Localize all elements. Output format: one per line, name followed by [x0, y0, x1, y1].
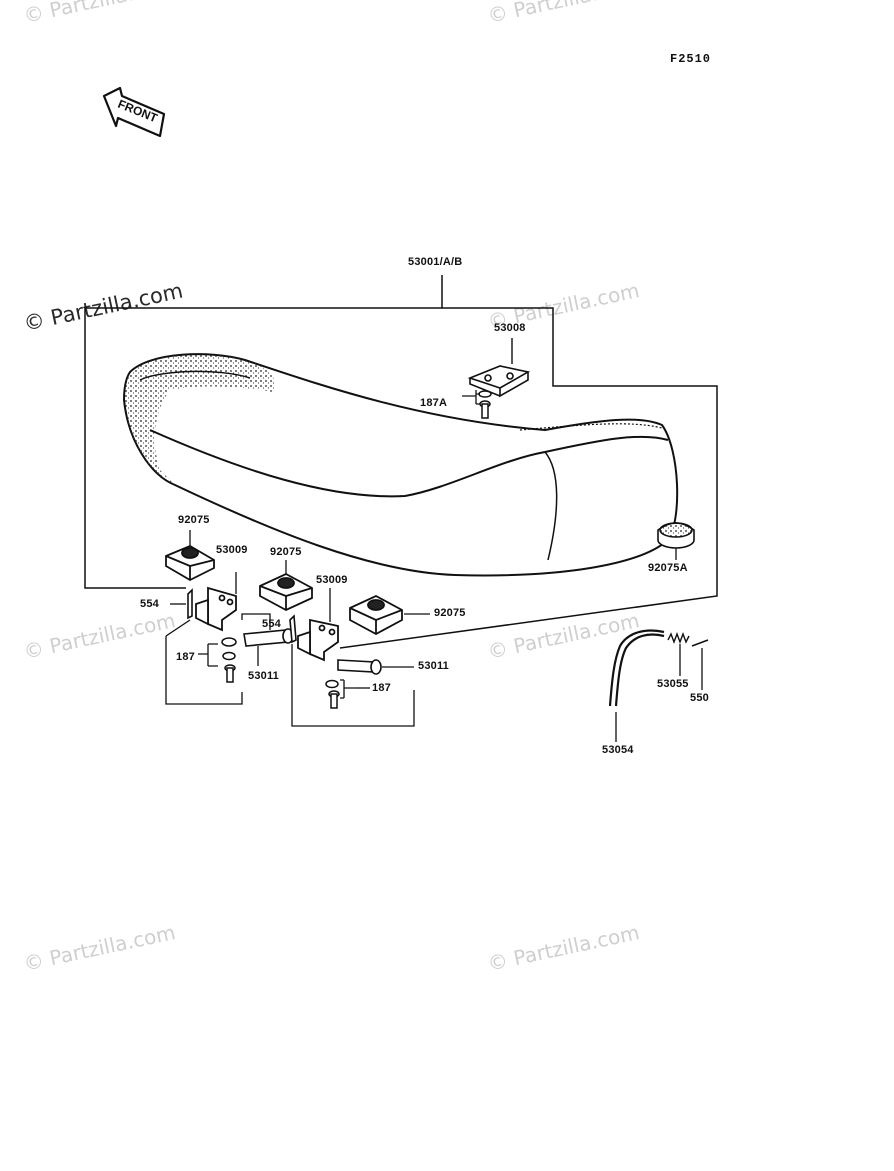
pin-right — [289, 614, 297, 644]
part-label-damper-mid: 92075 — [270, 546, 302, 558]
damper-mid — [259, 572, 313, 612]
bracket-left — [195, 586, 237, 632]
front-arrow-icon — [102, 86, 166, 138]
part-label-plate-top: 53008 — [494, 322, 526, 334]
seat — [122, 353, 679, 577]
bracket-right — [297, 618, 339, 662]
damper-left — [165, 544, 215, 582]
clip — [691, 639, 709, 647]
hook-rod — [608, 629, 665, 707]
part-label-seat: 53001/A/B — [408, 256, 463, 268]
pin-left — [187, 588, 193, 620]
screw — [325, 679, 340, 709]
assembly-outline — [339, 307, 718, 649]
part-label-hook-rod: 53054 — [602, 744, 634, 756]
part-label-damper-right: 92075 — [434, 607, 466, 619]
part-label-bolt-left: 53011 — [248, 670, 279, 682]
part-label-screw-top: 187A — [420, 397, 448, 409]
damper-cap — [657, 522, 695, 549]
part-label-damper-cap: 92075A — [648, 562, 688, 574]
part-label-screws-left: 187 — [176, 651, 195, 663]
part-label-screws-right: 187 — [372, 682, 391, 694]
part-label-damper-left: 92075 — [178, 514, 210, 526]
figure-code: F2510 — [670, 52, 712, 66]
damper-right — [349, 594, 403, 636]
screw — [478, 390, 492, 419]
part-label-spring: 53055 — [657, 678, 689, 690]
bolt-left — [243, 628, 294, 647]
part-label-pin-left: 554 — [140, 598, 159, 610]
assembly-outline — [84, 275, 443, 589]
part-label-bracket-right: 53009 — [316, 574, 348, 586]
part-label-pin-right: 554 — [262, 618, 281, 630]
spring — [667, 632, 690, 644]
bolt-right — [337, 659, 382, 675]
seat-plate — [467, 365, 531, 398]
part-label-bolt-right: 53011 — [418, 660, 449, 672]
part-label-bracket-left: 53009 — [216, 544, 248, 556]
part-label-clip: 550 — [690, 692, 709, 704]
screw — [221, 637, 237, 683]
